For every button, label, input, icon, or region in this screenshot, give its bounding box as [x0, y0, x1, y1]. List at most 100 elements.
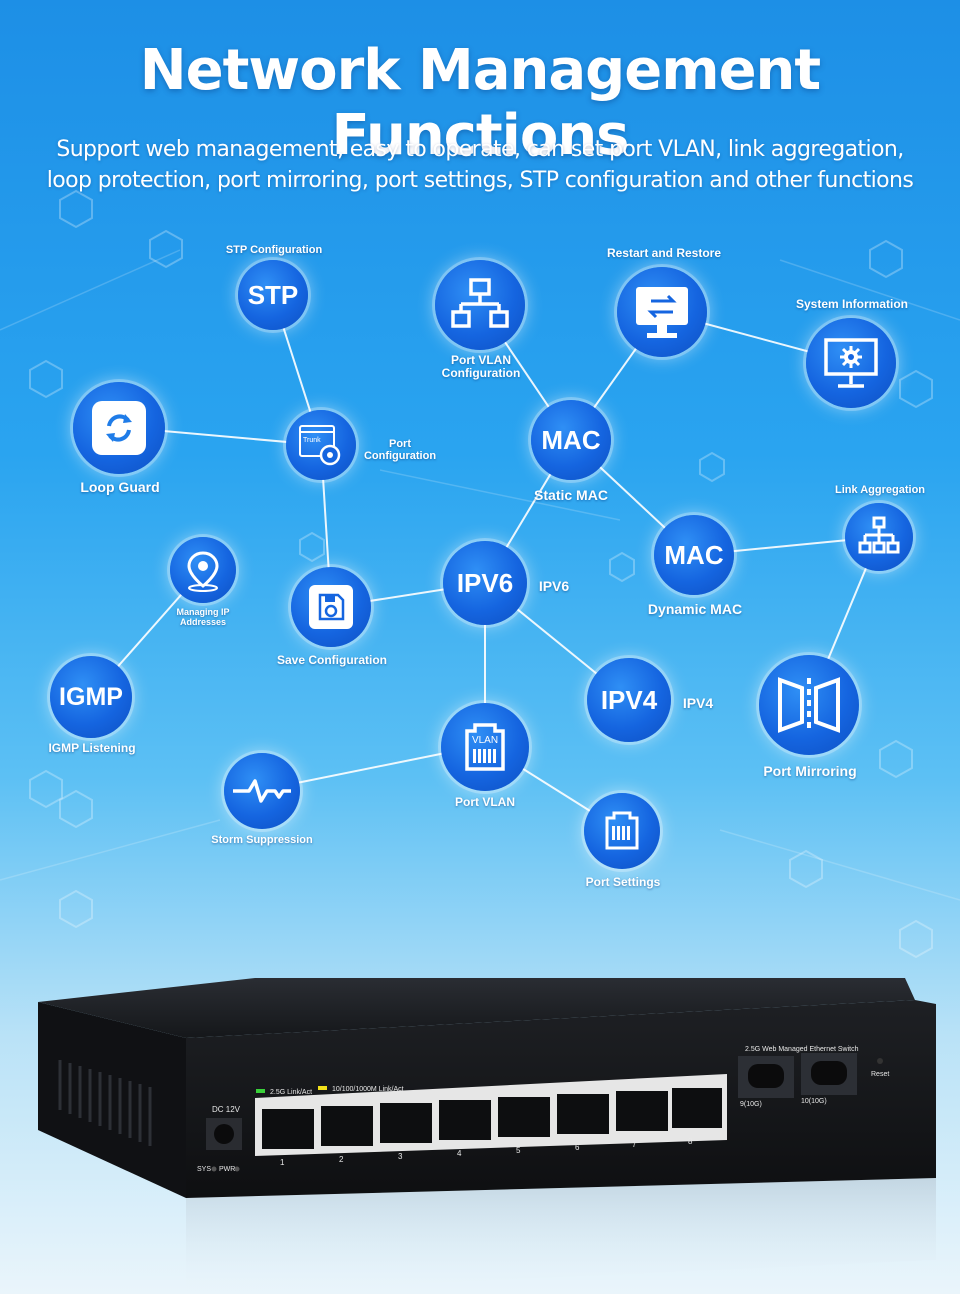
dc-label: DC 12V: [212, 1105, 241, 1114]
save-configuration-node[interactable]: [291, 567, 371, 647]
port-mirroring-label: Port Mirroring: [763, 763, 857, 779]
stp-icon-text: STP: [247, 279, 299, 310]
dynamic-mac-label: Dynamic MAC: [647, 601, 743, 617]
vlan-ethernet-port-icon: VLAN: [465, 723, 505, 771]
rj45-port-6[interactable]: [557, 1094, 609, 1134]
ipv6-icon-text: IPV6: [456, 567, 514, 598]
device-reflection: [186, 1178, 936, 1294]
mirror-icon: [778, 677, 840, 733]
loop-guard-tile: [92, 401, 146, 455]
link-aggregation-node[interactable]: [845, 503, 913, 571]
ipv6-node[interactable]: IPV6: [443, 541, 527, 625]
static-mac-node[interactable]: MAC: [531, 400, 611, 480]
managing-ip-label: Managing IP Addresses: [153, 607, 253, 627]
pulse-wave-icon: [233, 779, 291, 803]
stp-configuration-label: STP Configuration: [225, 244, 323, 256]
legend-green-led: [256, 1089, 265, 1093]
port-settings-node[interactable]: [584, 793, 660, 869]
save-configuration-label: Save Configuration: [276, 653, 387, 667]
port-vlan-node[interactable]: VLAN: [441, 703, 529, 791]
link-aggregation-label: Link Aggregation: [834, 484, 926, 496]
restart-restore-label: Restart and Restore: [606, 246, 722, 260]
ethernet-switch-device: DC 12V SYS PWR 2.5G Link/Act 10/100/1000…: [38, 978, 936, 1294]
dynamic-mac-icon-text: MAC: [664, 539, 724, 570]
legend-25g: 2.5G Link/Act: [270, 1089, 312, 1096]
managing-ip-label-2: Addresses: [179, 617, 227, 627]
trunk-gear-icon: Trunk: [299, 425, 341, 466]
port-settings-label: Port Settings: [585, 875, 661, 889]
rj45-port-7[interactable]: [616, 1091, 668, 1131]
port-vlan-configuration-label: Port VLAN Configuration: [420, 354, 542, 380]
port-vlan-configuration-node[interactable]: [435, 260, 525, 350]
subtitle-line-1: Support web management, easy to operate,…: [56, 137, 904, 162]
subtitle-line-2: loop protection, port mirroring, port se…: [46, 168, 914, 193]
managing-ip-node[interactable]: [170, 537, 236, 603]
reset-button[interactable]: [877, 1058, 883, 1064]
stp-configuration-node[interactable]: STP: [238, 260, 308, 330]
sys-label: SYS: [197, 1166, 211, 1173]
igmp-listening-label: IGMP Listening: [48, 741, 136, 755]
ipv6-label: IPV6: [538, 578, 570, 594]
rj45-port-4[interactable]: [439, 1100, 491, 1140]
rj45-ports: [262, 1088, 722, 1149]
port-number-1: 1: [280, 1158, 285, 1167]
static-mac-label: Static MAC: [534, 487, 608, 503]
sfp-label-9: 9(10G): [740, 1101, 762, 1108]
port-mirroring-node[interactable]: [759, 655, 859, 755]
static-mac-icon-text: MAC: [541, 424, 601, 455]
ipv4-label: IPV4: [682, 695, 714, 711]
ipv4-node[interactable]: IPV4: [587, 658, 671, 742]
port-configuration-node[interactable]: Trunk: [286, 410, 356, 480]
save-configuration-tile: [309, 585, 353, 629]
model-label: 2.5G Web Managed Ethernet Switch: [745, 1046, 859, 1053]
restart-restore-node[interactable]: [617, 267, 707, 357]
floppy-gear-icon: [318, 593, 345, 621]
network-topology-icon: [451, 278, 509, 328]
page-title: Network Management Functions: [139, 38, 821, 168]
reset-label: Reset: [871, 1071, 889, 1078]
sfp-port-9-hole: [748, 1064, 784, 1088]
port-number-4: 4: [457, 1149, 462, 1158]
port-vlan-configuration-label-1: Port VLAN: [451, 353, 511, 367]
side-vents: [58, 1060, 152, 1146]
port-vlan-label: Port VLAN: [455, 795, 515, 809]
system-information-label: System Information: [795, 297, 909, 311]
ipv4-icon-text: IPV4: [600, 684, 658, 715]
monitor-refresh-icon: [636, 287, 688, 338]
legend-yellow-led: [318, 1086, 327, 1090]
rj45-port-2[interactable]: [321, 1106, 373, 1146]
rj45-port-3[interactable]: [380, 1103, 432, 1143]
pwr-led: [234, 1166, 240, 1172]
rj45-port-8[interactable]: [672, 1088, 722, 1128]
rj45-port-1[interactable]: [262, 1109, 314, 1149]
port-number-2: 2: [339, 1155, 344, 1164]
system-information-node[interactable]: [806, 318, 896, 408]
port-number-5: 5: [516, 1146, 521, 1155]
vlan-icon-text: VLAN: [472, 735, 498, 746]
legend-1g: 10/100/1000M Link/Act: [332, 1086, 404, 1093]
hierarchy-icon: [858, 516, 900, 554]
igmp-node[interactable]: IGMP: [50, 656, 132, 738]
port-configuration-label: Port Configuration: [360, 438, 440, 462]
dynamic-mac-node[interactable]: MAC: [654, 515, 734, 595]
managing-ip-label-1: Managing IP: [176, 607, 230, 617]
port-number-7: 7: [632, 1140, 637, 1149]
device-top: [38, 978, 915, 1038]
port-number-8: 8: [688, 1137, 693, 1146]
rj45-port-5[interactable]: [498, 1097, 550, 1137]
loop-guard-node[interactable]: [73, 382, 165, 474]
location-gear-icon: [187, 551, 219, 592]
port-configuration-label-1: Port: [389, 438, 411, 450]
sfp-port-10-hole: [811, 1061, 847, 1085]
pwr-label: PWR: [219, 1166, 235, 1173]
port-number-3: 3: [398, 1152, 403, 1161]
storm-suppression-node[interactable]: [224, 753, 300, 829]
sync-arrows-icon: [106, 414, 132, 442]
port-vlan-configuration-label-2: Configuration: [441, 366, 521, 380]
sfp-label-10: 10(10G): [801, 1098, 827, 1105]
port-number-6: 6: [575, 1143, 580, 1152]
monitor-gear-icon: [824, 338, 878, 388]
storm-suppression-label: Storm Suppression: [211, 834, 313, 846]
